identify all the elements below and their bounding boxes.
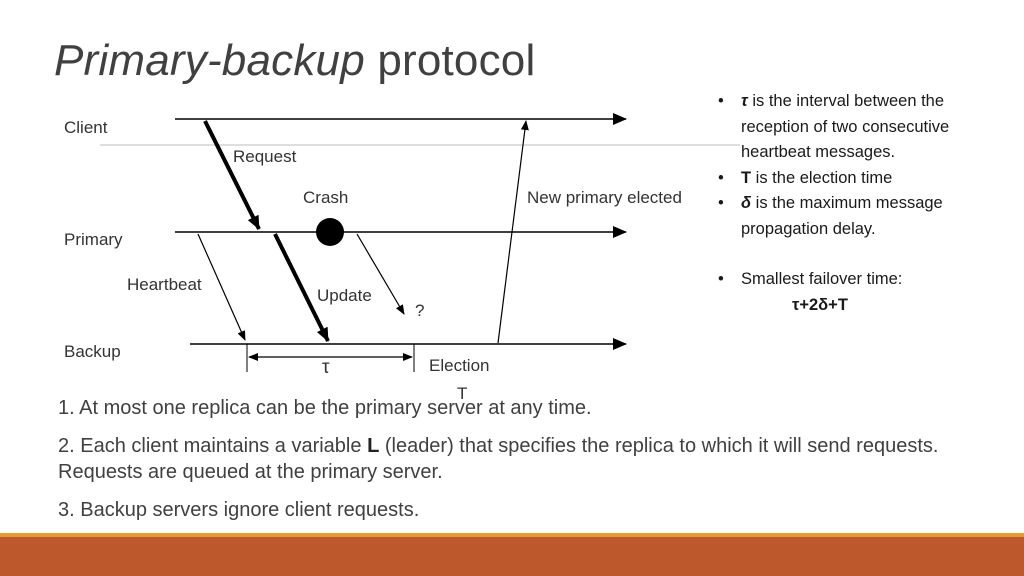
election-label: Election [429,356,489,375]
crash-label: Crash [303,188,348,207]
new-primary-arrow [497,120,529,344]
bullet-failover-text: Smallest failover time: [741,270,903,288]
rule-3: 3. Backup servers ignore client requests… [58,499,420,521]
tau-label: τ [322,357,330,378]
bullet-tau-text: is the interval between the reception of… [741,92,950,161]
failover-formula: τ+2δ+T [792,295,848,314]
update-arrow [273,233,330,342]
footer-accent-line [0,533,1024,537]
election-t-label: T [457,384,467,403]
bullet-t-text: is the election time [751,168,893,187]
slide-title: Primary-backup protocol [54,36,535,86]
bullet-delta: δ is the maximum message propagation del… [716,191,1016,242]
title-rest: protocol [364,36,536,85]
lost-message-arrow [356,233,405,315]
definitions-list: τ is the interval between the reception … [716,89,1016,318]
rule-2-a: 2. Each client maintains a variable [58,435,368,457]
rule-1: 1. At most one replica can be the primar… [58,397,592,419]
client-label: Client [64,118,108,137]
rule-2-var: L [367,435,380,457]
rules-text: 1. At most one replica can be the primar… [58,395,998,535]
heartbeat-arrow [197,233,246,341]
bullet-failover: Smallest failover time: [716,267,1016,293]
new-primary-label: New primary elected [527,188,682,207]
rule-2: 2. Each client maintains a variable L (l… [58,433,998,485]
rule-2-b: (leader) that specifies the replica to w… [58,435,939,483]
title-italic: Primary-backup [54,36,365,85]
question-label: ? [415,301,424,320]
footer-bar [0,537,1024,576]
crash-dot [316,218,344,246]
primary-label: Primary [64,230,123,249]
backup-label: Backup [64,342,121,361]
request-arrow [203,120,261,230]
bullet-election-time: T is the election time [716,166,1016,192]
update-label: Update [317,286,372,305]
t-symbol: T [741,168,752,187]
heartbeat-label: Heartbeat [127,275,202,294]
tau-symbol: τ [741,92,748,110]
delta-symbol: δ [741,194,752,212]
request-label: Request [233,147,297,166]
bullet-tau: τ is the interval between the reception … [716,89,1016,166]
bullet-delta-text: is the maximum message propagation delay… [741,194,943,238]
